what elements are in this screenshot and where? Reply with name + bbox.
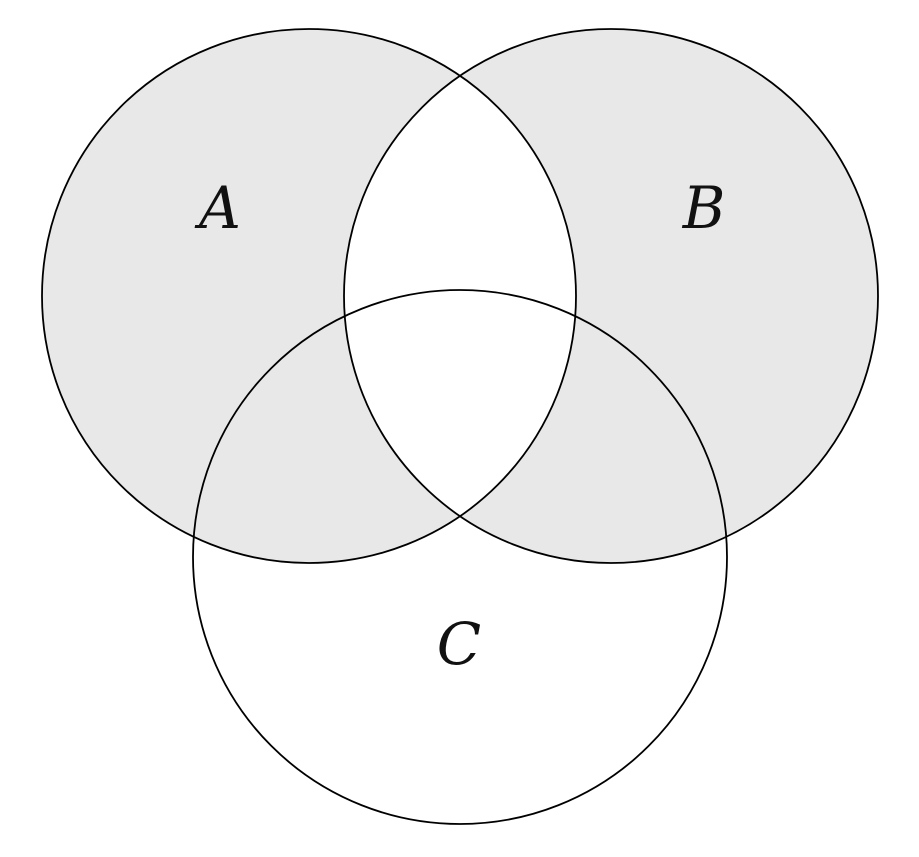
- circle-c-outline: [192, 289, 728, 825]
- circle-a-outline: [41, 28, 577, 564]
- set-label-a: A: [194, 174, 241, 242]
- set-label-b: B: [682, 174, 726, 242]
- set-label-c: C: [437, 610, 481, 678]
- shaded-region-a-xor-b: [42, 28, 878, 564]
- circle-b-outline: [343, 28, 879, 564]
